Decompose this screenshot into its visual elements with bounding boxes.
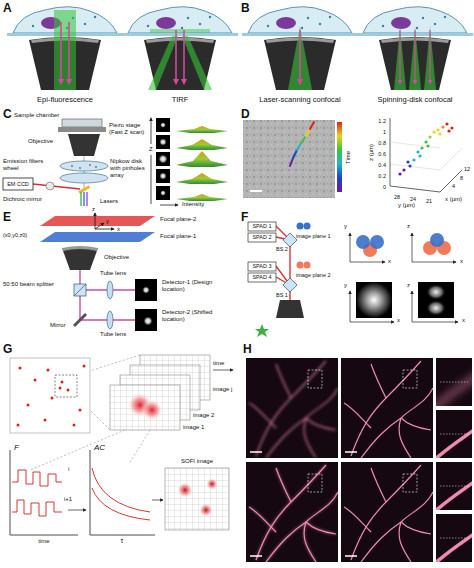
panel-letter: B [241,2,250,16]
panel-letter: E [3,211,11,225]
label: Detector-2 (Shifted location) [162,309,232,323]
label: y [344,282,347,289]
label: 24 [410,196,416,202]
label: i [68,466,69,473]
label: BS 1 [276,292,288,298]
label: Laser-scanning confocal [259,96,340,105]
label: x [117,226,120,233]
label: Emission filters wheel [3,158,45,172]
label: Intensity [182,201,204,208]
panel-letter: H [243,343,252,357]
panel-letter: C [3,108,12,122]
label: SPAD 4 [252,274,271,280]
label: z [407,223,410,230]
label: BS 2 [276,246,288,252]
label: Tube lens [100,270,126,277]
label: Dichroic mirror [3,196,42,203]
label: Epi-fluorescence [37,96,93,105]
label: Focal plane-1 [160,233,196,240]
label: z [92,206,95,213]
label: image 1 [183,424,204,431]
label: SPAD 1 [252,223,271,229]
label: y (µm) [398,202,415,209]
label: z [407,282,410,289]
label: Spinning-disk confocal [377,96,452,105]
label: x [462,317,465,324]
label: Z [148,146,154,153]
label: 1.2 [378,118,386,124]
label: y [344,223,347,230]
label: AC [94,443,105,452]
label: image plane 2 [296,272,331,278]
label: Objective [28,138,53,145]
label: 1 [383,129,386,135]
panel-letter: G [3,343,12,357]
panel-letter: F [241,211,248,225]
label: Time [346,150,353,163]
label: time [213,360,224,367]
label: Lasers [100,198,118,205]
label: 50:50 beam splitter [3,281,54,288]
label: x [388,258,391,265]
label: Sample chamber [14,112,59,119]
label: SOFI image [181,458,213,465]
label: x [397,317,400,324]
label: Tube lens [100,331,126,338]
label: 4 [452,183,455,189]
label: image j [213,386,232,393]
label: 28 [394,194,400,200]
label: Focal plane-2 [160,216,196,223]
label: Nipkow disk with pinholes array [110,158,146,179]
label: EM CCD [7,181,29,187]
label: SPAD 2 [252,234,271,240]
label: Mirror [50,322,66,329]
label: τ [121,537,124,545]
panel-letter: A [3,2,12,16]
label: x (µm) [445,196,462,203]
label: image plane 1 [296,233,331,239]
label: 21 [426,198,432,204]
label: F [14,443,19,452]
label: Piezo stage (Fast Z scan) [109,122,147,136]
label: (x0,y0,z0) [3,232,27,238]
label: time [38,538,49,545]
label: 12 [464,166,470,172]
label: Objective [104,254,129,261]
label: SPAD 3 [252,263,271,269]
label: x [460,258,463,265]
panel-letter: D [241,108,250,122]
label: 0.6 [378,151,386,157]
label: image 2 [193,412,214,419]
label: 0 [383,184,386,190]
label: 8 [460,175,463,181]
label: i+1 [64,496,72,503]
label: 0.4 [378,162,386,168]
label: z (µm) [369,143,376,160]
label: 0.8 [378,140,386,146]
label: Detector-1 (Design location) [162,279,232,293]
label: 0.2 [378,173,386,179]
label: y [106,218,109,225]
label: TIRF [172,96,189,105]
